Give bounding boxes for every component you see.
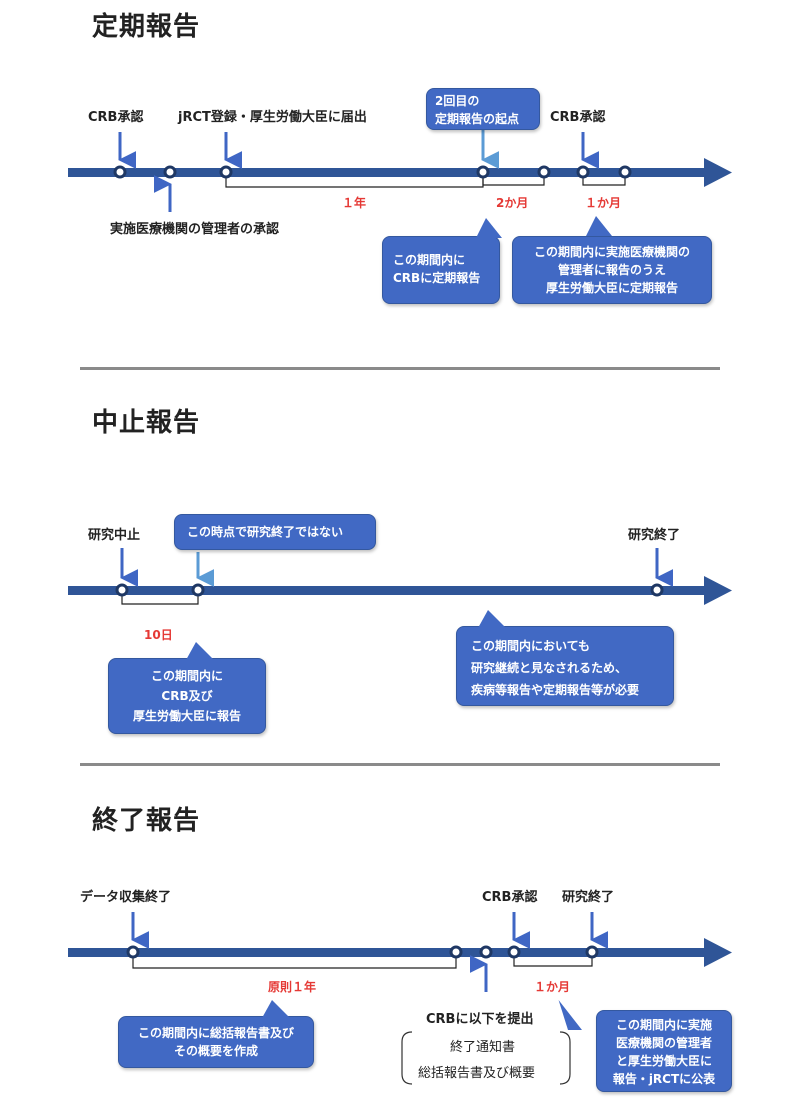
callout-line: この時点で研究終了ではない — [187, 525, 344, 539]
label-institution-approval: 実施医療機関の管理者の承認 — [110, 222, 280, 237]
section-title-periodic: 定期報告 — [92, 12, 201, 42]
timeline-node — [449, 945, 463, 959]
callout-tail — [478, 610, 506, 628]
callout-line: CRB及び — [161, 689, 213, 703]
callout-summary-report: この期間内に総括報告書及び その概要を作成 — [118, 1016, 314, 1068]
callout-line: CRBに定期報告 — [393, 271, 481, 285]
timeline-node — [191, 583, 205, 597]
callout-line: 厚生労働大臣に定期報告 — [545, 281, 678, 295]
submission-title: CRBに以下を提出 — [426, 1012, 534, 1027]
duration-one-month: １か月 — [534, 980, 571, 994]
section-title-suspension: 中止報告 — [92, 408, 201, 438]
label-data-collection-end: データ収集終了 — [80, 890, 172, 905]
timeline-node — [115, 583, 129, 597]
timeline-node — [650, 583, 664, 597]
callout-line: 定期報告の起点 — [435, 112, 520, 126]
duration-ten-days: 10日 — [144, 628, 173, 642]
callout-line: 疾病等報告や定期報告等が必要 — [471, 683, 640, 697]
timeline-axis-periodic — [68, 158, 732, 187]
callout-report-minister: この期間内に実施医療機関の 管理者に報告のうえ 厚生労働大臣に定期報告 — [512, 236, 712, 304]
callout-line: 研究継続と見なされるため、 — [471, 661, 628, 675]
callout-line: この期間内に — [393, 253, 466, 267]
submission-item: 終了通知書 — [450, 1040, 516, 1055]
timeline-node — [476, 165, 490, 179]
callout-line: 2回目の — [435, 94, 480, 108]
timeline-axis-final — [68, 938, 732, 967]
timeline-node — [576, 165, 590, 179]
bracket-one-year-final — [132, 956, 457, 969]
duration-one-year-principle: 原則１年 — [268, 980, 317, 994]
callout-study-continues: この期間内においても 研究継続と見なされるため、 疾病等報告や定期報告等が必要 — [456, 626, 674, 706]
timeline-node — [585, 945, 599, 959]
section-divider — [80, 367, 720, 370]
callout-tail — [186, 642, 214, 660]
duration-one-year: １年 — [342, 196, 367, 210]
callout-line: 厚生労働大臣に報告 — [132, 709, 241, 723]
bracket-ten-days — [121, 594, 199, 605]
label-jrct-registration: jRCT登録・厚生労働大臣に届出 — [178, 110, 367, 125]
bracket-two-months — [482, 176, 545, 186]
callout-line: 医療機関の管理者 — [615, 1036, 712, 1050]
bracket-one-month — [582, 176, 626, 186]
label-study-end: 研究終了 — [628, 528, 681, 543]
section-title-final: 終了報告 — [92, 806, 201, 836]
callout-line: この期間内に実施医療機関の — [533, 245, 690, 259]
duration-one-month: １か月 — [585, 196, 622, 210]
callout-second-report-start: 2回目の 定期報告の起点 — [426, 88, 540, 130]
callout-tail — [262, 1000, 290, 1018]
label-study-end: 研究終了 — [562, 890, 615, 905]
callout-line: この期間内に総括報告書及び — [137, 1026, 294, 1040]
callout-line: 報告・jRCTに公表 — [612, 1072, 716, 1086]
section-divider — [80, 763, 720, 766]
timeline-node — [507, 945, 521, 959]
timeline-axis-suspension — [68, 576, 732, 605]
callout-report-crb: この期間内に CRBに定期報告 — [382, 236, 500, 304]
label-crb-approval: CRB承認 — [550, 110, 606, 125]
callout-line: と厚生労働大臣に — [615, 1054, 712, 1068]
bracket-one-year — [225, 176, 484, 188]
submission-item: 総括報告書及び概要 — [418, 1066, 536, 1081]
callout-line: この期間内においても — [471, 639, 591, 653]
callout-not-study-end: この時点で研究終了ではない — [174, 514, 376, 550]
callout-line: この期間内に — [150, 669, 223, 683]
timeline-node — [618, 165, 632, 179]
callout-line: 管理者に報告のうえ — [557, 263, 666, 277]
callout-line: この期間内に実施 — [615, 1018, 712, 1032]
timeline-node — [163, 165, 177, 179]
submission-brace — [401, 1031, 571, 1085]
timeline-node — [126, 945, 140, 959]
label-crb-approval: CRB承認 — [88, 110, 144, 125]
timeline-node — [219, 165, 233, 179]
callout-line: その概要を作成 — [173, 1044, 258, 1058]
label-study-stop: 研究中止 — [88, 528, 141, 543]
timeline-node — [537, 165, 551, 179]
timeline-node — [479, 945, 493, 959]
timeline-node — [113, 165, 127, 179]
bracket-one-month-final — [513, 956, 593, 967]
callout-tail — [586, 216, 612, 236]
callout-publish-jrct: この期間内に実施 医療機関の管理者 と厚生労働大臣に 報告・jRCTに公表 — [596, 1010, 732, 1092]
label-crb-approval: CRB承認 — [482, 890, 538, 905]
duration-two-months: 2か月 — [496, 196, 529, 210]
callout-tail — [476, 218, 502, 238]
callout-report-crb-minister: この期間内に CRB及び 厚生労働大臣に報告 — [108, 658, 266, 734]
